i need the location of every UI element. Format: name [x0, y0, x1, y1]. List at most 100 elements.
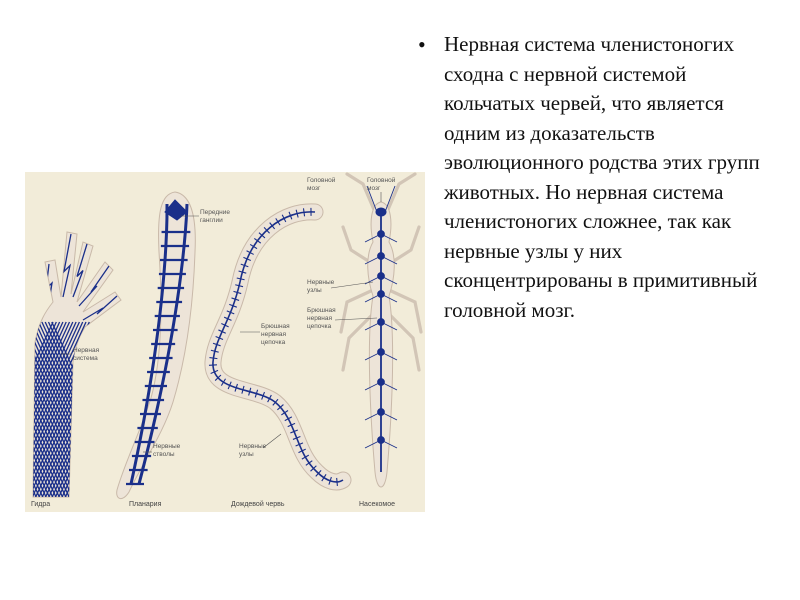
earthworm-ganglion — [253, 237, 262, 244]
insect-nerve-branch — [380, 233, 398, 243]
insect-nerve-branch — [364, 255, 382, 265]
insect-nerve-branch — [380, 255, 398, 265]
earthworm-ganglion — [243, 256, 252, 262]
label-insect-chain-3: цепочка — [307, 323, 332, 330]
planaria-illustration — [116, 191, 196, 499]
insect-nerve-branch — [364, 381, 382, 391]
planaria-trunk-right — [137, 203, 189, 485]
label-insect-chain-1: Брюшная — [307, 307, 336, 314]
earthworm-ganglion — [241, 385, 245, 394]
label-worm-ganglia-1: Нервные — [239, 443, 267, 450]
bullet-marker: • — [418, 32, 426, 57]
earthworm-ganglion — [261, 391, 266, 400]
hydra-net-strand — [33, 321, 74, 497]
hydra-net-strand — [33, 321, 57, 497]
insect-nerve-branch — [364, 439, 382, 449]
insect-antenna-nerve — [384, 185, 396, 213]
earthworm-ganglia — [208, 207, 338, 486]
earthworm-ganglion — [287, 422, 296, 428]
earthworm-ganglion — [223, 316, 232, 321]
insect-nerve-branch — [380, 381, 398, 391]
planaria-body — [116, 191, 196, 499]
earthworm-ganglion — [328, 476, 332, 485]
earthworm-ganglion — [240, 263, 249, 268]
earthworm-ganglion — [267, 394, 272, 403]
hydra-net-strand — [33, 321, 61, 497]
hydra-tentacle-nerve — [62, 233, 72, 298]
earthworm-ganglion — [269, 222, 276, 230]
earthworm-ganglion — [258, 232, 266, 239]
hydra-tentacle-nerve — [78, 265, 110, 307]
earthworm-ganglion — [212, 342, 221, 347]
earthworm-ganglion — [208, 364, 217, 366]
earthworm-ganglion — [227, 381, 232, 390]
label-head-brain-right-1: Головной — [367, 176, 396, 184]
insect-nerve-branch — [364, 351, 382, 361]
insect-nerve-branch — [380, 275, 398, 285]
earthworm-ganglion — [277, 404, 284, 411]
earthworm-ganglion — [310, 465, 317, 472]
leader-worm-ganglia — [262, 433, 282, 449]
earthworm-illustration — [204, 203, 352, 491]
earthworm-ganglion — [302, 208, 306, 217]
caption-hydra: Гидра — [31, 501, 50, 508]
insect-nerve-branch — [364, 321, 382, 331]
bullet-text: Нервная система членистоногих сходна с н… — [444, 32, 760, 322]
planaria-head-ganglia — [164, 199, 188, 221]
hydra-net-strand — [33, 321, 67, 497]
earthworm-ganglion — [248, 387, 252, 396]
earthworm-ganglion — [298, 448, 306, 454]
insect-nerve-branch — [364, 233, 382, 243]
caption-planaria: Планария — [129, 501, 162, 508]
earthworm-ganglion — [315, 470, 322, 477]
earthworm-ganglion — [290, 429, 299, 434]
caption-insect: Насекомое — [359, 501, 395, 508]
earthworm-ganglion — [336, 477, 338, 486]
insect-nerve-branch — [380, 439, 398, 449]
earthworm-ganglion — [215, 335, 224, 341]
earthworm-ganglion — [220, 378, 226, 386]
earthworm-ganglion — [281, 214, 287, 223]
hydra-net-strand — [33, 321, 67, 497]
hydra-tentacle-nerve — [82, 295, 118, 321]
insect-nerve-branch — [380, 293, 398, 303]
earthworm-ganglion — [234, 383, 238, 392]
hydra-net-strand — [33, 321, 50, 497]
hydra-net-strand — [33, 321, 80, 497]
hydra-net-strand — [33, 321, 73, 497]
label-ventral-chain-2: нервная — [261, 331, 286, 338]
insect-nerve-branch — [380, 321, 398, 331]
earthworm-ganglion — [246, 250, 254, 255]
label-nervous-net-2: система — [73, 355, 98, 362]
hydra-net-strand — [33, 321, 54, 497]
earthworm-ganglion — [263, 227, 270, 234]
earthworm-ganglion — [226, 310, 235, 315]
earthworm-ganglion — [233, 290, 242, 295]
hydra-net-strand — [33, 321, 70, 497]
earthworm-ganglion — [254, 389, 259, 398]
earthworm-ganglion — [295, 209, 299, 218]
earthworm-ganglion — [209, 357, 218, 360]
earthworm-ganglion — [218, 329, 226, 334]
earthworm-ganglion — [249, 243, 258, 250]
insect-nerve-branch — [380, 411, 398, 421]
hydra-tentacle-nerve — [72, 243, 88, 298]
earthworm-ganglion — [288, 211, 293, 220]
insect-legs — [339, 172, 423, 372]
label-head-brain-right-2: мозг — [367, 185, 381, 192]
hydra-net-strand — [33, 321, 77, 497]
earthworm-ganglion — [210, 349, 219, 353]
label-worm-ganglia-2: узлы — [239, 451, 254, 458]
label-head-brain-left-1: Головной — [307, 176, 336, 184]
insect-nerve-branch — [364, 411, 382, 421]
earthworm-ganglion — [214, 374, 222, 381]
earthworm-ganglion — [321, 474, 327, 482]
label-insect-ganglia-1: Нервные — [307, 279, 335, 286]
label-insect-ganglia-2: узлы — [307, 287, 322, 294]
insect-nerve-branch — [364, 293, 382, 303]
planaria-trunk-left — [129, 203, 169, 485]
earthworm-ganglion — [301, 454, 310, 460]
earthworm-ganglion — [236, 277, 245, 281]
planaria-nerve-ladder — [126, 199, 191, 486]
earthworm-ganglion — [284, 416, 293, 422]
